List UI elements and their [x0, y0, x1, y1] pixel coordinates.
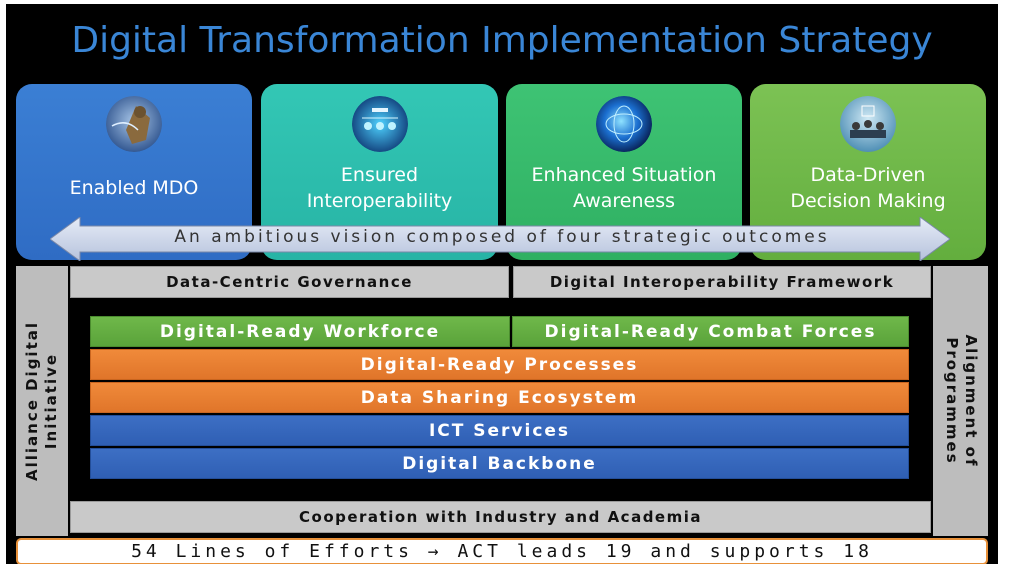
page-title: Digital Transformation Implementation St…	[71, 20, 933, 61]
network-globe-icon	[351, 96, 408, 152]
outcome-label: Ensured Interoperability	[306, 164, 453, 212]
cooperation-bar: Cooperation with Industry and Academia	[70, 501, 931, 533]
outcome-label: Enabled MDO	[69, 177, 199, 199]
left-pillar-label: Alliance Digital Initiative	[23, 320, 60, 482]
layer-data-sharing-ecosystem: Data Sharing Ecosystem	[90, 382, 909, 413]
right-pillar-label: Alignment of Programmes	[942, 334, 980, 468]
layer-ict-services: ICT Services	[90, 415, 909, 446]
layer-digital-ready-combat-forces: Digital-Ready Combat Forces	[512, 316, 909, 347]
right-pillar: Alignment of Programmes	[933, 266, 988, 536]
meeting-data-icon	[840, 96, 896, 152]
layer-digital-backbone: Digital Backbone	[90, 448, 909, 479]
lines-of-effort-footer: 54 Lines of Efforts → ACT leads 19 and s…	[16, 538, 988, 564]
left-pillar: Alliance Digital Initiative	[16, 266, 68, 536]
vision-statement: An ambitious vision composed of four str…	[174, 227, 830, 247]
vision-double-arrow	[50, 217, 950, 261]
governance-data-centric: Data-Centric Governance	[70, 266, 509, 298]
digital-globe-icon	[596, 96, 652, 152]
layer-digital-ready-workforce: Digital-Ready Workforce	[90, 316, 510, 347]
layer-digital-ready-processes: Digital-Ready Processes	[90, 349, 909, 380]
outcome-label: Enhanced Situation Awareness	[531, 164, 717, 212]
governance-interoperability-framework: Digital Interoperability Framework	[513, 266, 931, 298]
slide: Digital Transformation Implementation St…	[6, 4, 998, 564]
soldier-satellite-icon	[106, 96, 162, 152]
outcome-label: Data-Driven Decision Making	[790, 164, 946, 212]
